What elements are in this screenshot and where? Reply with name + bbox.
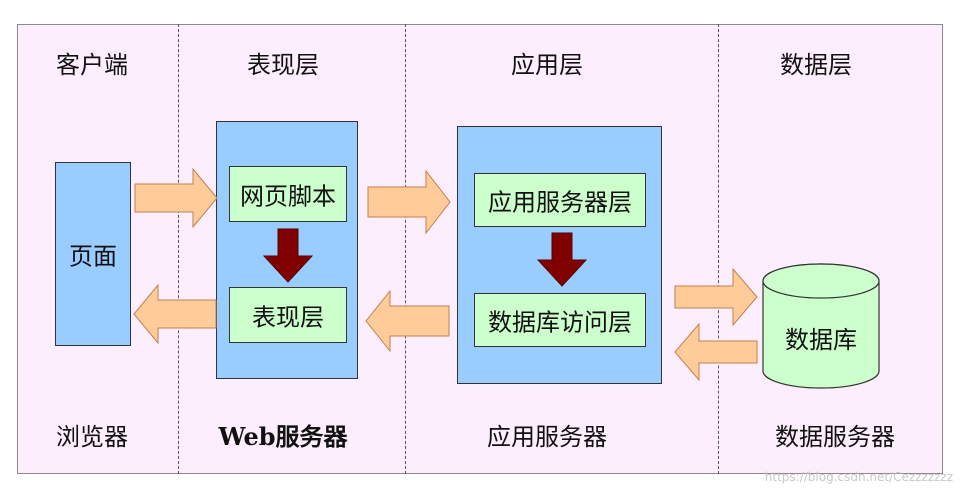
divider-application-data bbox=[718, 24, 719, 474]
watermark: https://blog.csdn.net/Cezzzzzzz bbox=[764, 470, 953, 484]
server-data-label: 数据服务器 bbox=[775, 423, 895, 451]
arrow-appserver-to-dbaccess bbox=[536, 232, 588, 287]
layer-client-label: 客户端 bbox=[56, 51, 128, 79]
arrow-browser-to-web bbox=[134, 167, 218, 229]
database-label: 数据库 bbox=[785, 326, 857, 354]
browser-page-box: 页面 bbox=[55, 162, 131, 346]
app-server-layer-box: 应用服务器层 bbox=[474, 173, 646, 227]
divider-client-presentation bbox=[178, 24, 179, 474]
arrow-web-to-browser bbox=[133, 283, 217, 345]
arrow-web-to-app bbox=[367, 169, 451, 235]
arrow-app-to-db bbox=[674, 267, 758, 327]
server-app-label: 应用服务器 bbox=[487, 423, 607, 451]
layer-application-label: 应用层 bbox=[511, 51, 583, 79]
page-label: 页面 bbox=[69, 242, 117, 271]
web-script-box: 网页脚本 bbox=[229, 166, 347, 222]
app-server-layer-label: 应用服务器层 bbox=[488, 188, 632, 217]
presentation-layer-label: 表现层 bbox=[252, 303, 324, 332]
server-web-label: Web服务器 bbox=[218, 422, 348, 451]
server-browser-label: 浏览器 bbox=[56, 423, 128, 451]
presentation-layer-box: 表现层 bbox=[229, 287, 347, 343]
layer-presentation-label: 表现层 bbox=[247, 51, 319, 79]
arrow-script-to-presentation bbox=[262, 228, 314, 283]
web-script-label: 网页脚本 bbox=[240, 182, 336, 211]
db-access-layer-label: 数据库访问层 bbox=[488, 308, 632, 337]
arrow-db-to-app bbox=[674, 322, 758, 382]
arrow-app-to-web bbox=[365, 289, 450, 353]
database-cylinder bbox=[762, 263, 880, 389]
divider-presentation-application bbox=[405, 24, 406, 474]
db-access-layer-box: 数据库访问层 bbox=[474, 293, 646, 347]
layer-data-label: 数据层 bbox=[780, 51, 852, 79]
